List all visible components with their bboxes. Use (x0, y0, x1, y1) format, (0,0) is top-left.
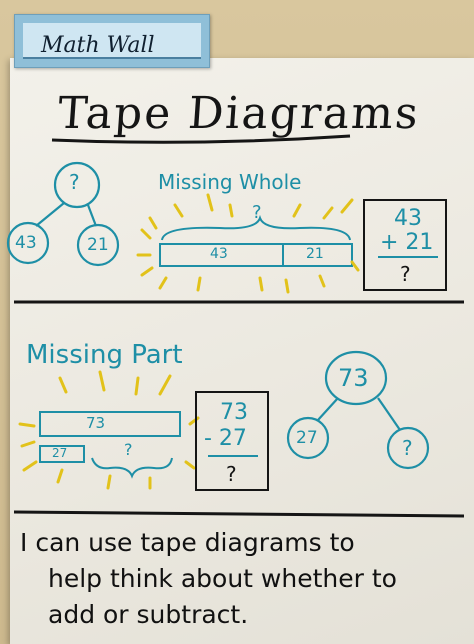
whole-brace (161, 214, 351, 241)
part-bond-left: 27 (296, 428, 318, 448)
section-divider-2 (13, 510, 465, 518)
part-tape-part-label: 27 (52, 446, 68, 460)
whole-box-line2: + 21 (380, 230, 434, 255)
whole-bond-right: 21 (87, 235, 109, 255)
part-tape-whole-label: 73 (86, 414, 106, 432)
part-brace-label: ? (124, 440, 133, 459)
statement-line-1: I can use tape diagrams to (20, 528, 355, 557)
bond-right-line (86, 204, 98, 227)
whole-number-bond (6, 161, 120, 267)
part-number-bond (286, 350, 430, 470)
part-bond-left-circle (286, 416, 330, 460)
whole-brace-label: ? (252, 202, 262, 223)
part-bond-right-line (377, 397, 401, 431)
math-wall-card: Math Wall (14, 14, 210, 68)
part-box-line1: 73 (220, 400, 248, 425)
whole-tape-right-label: 21 (306, 246, 324, 262)
statement-line-3: add or subtract. (48, 600, 249, 629)
part-bond-top: 73 (338, 364, 369, 392)
part-tape-whole-rect (39, 411, 181, 437)
whole-tape-left-label: 43 (210, 246, 228, 262)
part-bond-right-circle (386, 426, 430, 470)
bond-left-circle (6, 221, 50, 265)
whole-equation-box (363, 199, 447, 291)
whole-box-result: ? (400, 262, 411, 286)
part-brace (91, 457, 173, 479)
part-box-line2: - 27 (204, 426, 247, 451)
whole-tape (159, 214, 353, 267)
bond-right-circle (76, 223, 120, 267)
missing-part-heading: Missing Part (26, 340, 183, 370)
statement-line-2: help think about whether to (48, 564, 397, 593)
part-equation-box (195, 391, 269, 491)
bond-top-circle (53, 161, 101, 209)
part-box-result: ? (226, 462, 237, 486)
title-underline (51, 134, 351, 144)
bond-left-line (35, 202, 65, 227)
missing-whole-heading: Missing Whole (158, 170, 302, 194)
card-inner (23, 23, 201, 59)
whole-rays (136, 193, 360, 294)
part-bond-top-circle (324, 350, 388, 406)
part-tape (39, 411, 181, 479)
whole-box-rect (363, 199, 447, 291)
part-rays (18, 370, 200, 490)
part-bond-left-line (317, 397, 339, 421)
chart-paper (10, 58, 474, 644)
part-tape-part-rect (39, 445, 85, 463)
whole-bond-left: 43 (15, 233, 37, 253)
math-wall-label: Math Wall (41, 33, 155, 58)
part-bond-right: ? (402, 436, 413, 460)
whole-bond-top: ? (69, 170, 80, 194)
whole-box-line1: 43 (394, 206, 422, 231)
part-box-rect (195, 391, 269, 491)
whole-tape-rect (159, 243, 353, 267)
